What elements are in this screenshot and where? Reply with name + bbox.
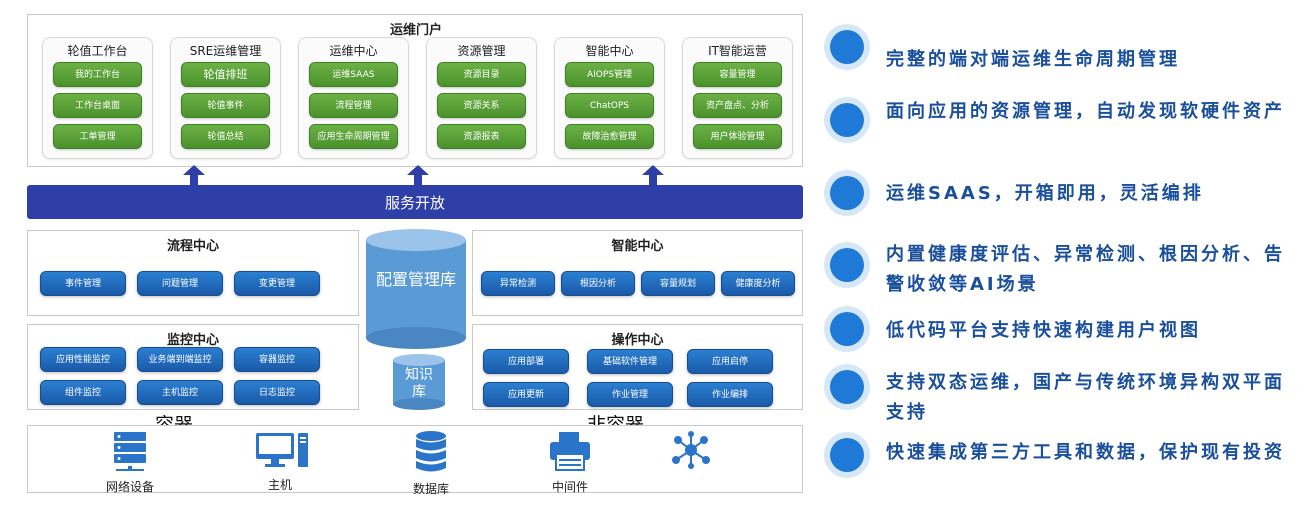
- monitor-button[interactable]: 应用性能监控: [40, 347, 126, 372]
- printer-icon: [550, 432, 590, 471]
- base-item-network-nodes: [646, 430, 736, 476]
- module-button[interactable]: 工单管理: [53, 124, 142, 149]
- knowledge-db-cylinder: 知识库: [392, 353, 446, 411]
- portal-column-intelligence: 智能中心 AIOPS管理 ChatOPS 故障治愈管理: [554, 37, 665, 159]
- module-button[interactable]: 容量管理: [693, 62, 782, 87]
- panel-title: 智能中心: [611, 239, 664, 254]
- column-title: 运维中心: [329, 44, 378, 58]
- flow-button[interactable]: 事件管理: [40, 271, 126, 296]
- flow-button[interactable]: 变更管理: [234, 271, 320, 296]
- base-label: 网络设备: [105, 480, 154, 494]
- column-title: 智能中心: [585, 44, 634, 58]
- column-title: IT智能运营: [708, 44, 767, 58]
- module-button[interactable]: 我的工作台: [53, 62, 142, 87]
- feature-text: 内置健康度评估、异常检测、根因分析、告警收敛等AI场景: [886, 244, 1285, 295]
- server-rack-icon: [114, 432, 146, 471]
- module-button[interactable]: 资产盘点、分析: [693, 93, 782, 118]
- knowledge-db-label: 知识库: [405, 367, 433, 400]
- base-label: 主机: [267, 478, 292, 492]
- base-item-network: 网络设备: [85, 430, 175, 495]
- base-item-host: 主机: [235, 430, 325, 493]
- bullet-dot-icon: [830, 248, 864, 282]
- ops-button[interactable]: 应用部署: [483, 349, 569, 374]
- network-nodes-icon: [672, 431, 710, 469]
- module-button[interactable]: 运维SAAS: [309, 62, 398, 87]
- smart-button[interactable]: 根因分析: [561, 271, 635, 296]
- service-open-bar: 服务开放: [27, 185, 803, 219]
- infrastructure-layer: 网络设备 主机 数据库 中间件: [27, 425, 803, 496]
- bullet-dot-icon: [830, 370, 864, 404]
- module-button[interactable]: 资源关系: [437, 93, 526, 118]
- smart-button[interactable]: 健康度分析: [721, 271, 795, 296]
- portal-column-ops-center: 运维中心 运维SAAS 流程管理 应用生命周期管理: [298, 37, 409, 159]
- module-button[interactable]: 资源目录: [437, 62, 526, 87]
- column-title: 轮值工作台: [67, 44, 128, 58]
- module-button[interactable]: 用户体验管理: [693, 124, 782, 149]
- monitor-button[interactable]: 日志监控: [234, 380, 320, 405]
- bullet-dot-icon: [830, 176, 864, 210]
- up-arrow-icon: [407, 165, 429, 189]
- monitor-button[interactable]: 业务端到端监控: [137, 347, 223, 372]
- panel-title: 监控中心: [166, 333, 219, 348]
- portal-column-resource: 资源管理 资源目录 资源关系 资源报表: [426, 37, 537, 159]
- up-arrow-icon: [183, 165, 205, 189]
- module-button[interactable]: 轮值事件: [181, 93, 270, 118]
- feature-text: 支持双态运维，国产与传统环境异构双平面支持: [886, 372, 1285, 423]
- feature-text: 低代码平台支持快速构建用户视图: [886, 320, 1201, 341]
- module-button[interactable]: 故障治愈管理: [565, 124, 654, 149]
- base-item-middleware: 中间件: [525, 430, 615, 495]
- base-item-database: 数据库: [386, 430, 476, 497]
- bullet-dot-icon: [830, 312, 864, 346]
- smart-center-panel: 智能中心 异常检测 根因分析 容量规划 健康度分析: [472, 230, 803, 316]
- base-label: 中间件: [551, 480, 588, 494]
- database-icon: [416, 431, 446, 472]
- ops-portal: 运维门户 轮值工作台 我的工作台 工作台桌面 工单管理 SRE运维管理 轮值排班…: [27, 14, 803, 167]
- ops-button[interactable]: 作业编排: [687, 382, 773, 407]
- monitor-icon: [256, 433, 308, 467]
- module-button[interactable]: ChatOPS: [565, 93, 654, 118]
- config-db-cylinder: 配置管理库: [365, 228, 467, 350]
- cylinder-icon: [393, 354, 445, 410]
- bullet-dot-icon: [830, 30, 864, 64]
- module-button[interactable]: 应用生命周期管理: [309, 124, 398, 149]
- module-button[interactable]: 工作台桌面: [53, 93, 142, 118]
- feature-text: 快速集成第三方工具和数据，保护现有投资: [886, 442, 1285, 463]
- ops-button[interactable]: 应用更新: [483, 382, 569, 407]
- portal-column-duty-workbench: 轮值工作台 我的工作台 工作台桌面 工单管理: [42, 37, 153, 159]
- base-label: 数据库: [412, 482, 449, 496]
- config-db-label: 配置管理库: [375, 270, 456, 289]
- panel-title: 流程中心: [166, 239, 219, 254]
- feature-text: 运维SAAS，开箱即用，灵活编排: [886, 183, 1204, 204]
- ops-button[interactable]: 作业管理: [587, 382, 673, 407]
- module-button[interactable]: 流程管理: [309, 93, 398, 118]
- column-title: SRE运维管理: [189, 44, 262, 58]
- ops-button[interactable]: 基础软件管理: [587, 349, 673, 374]
- monitor-button[interactable]: 容器监控: [234, 347, 320, 372]
- smart-button[interactable]: 异常检测: [481, 271, 555, 296]
- bullet-dot-icon: [830, 103, 864, 137]
- flow-center-panel: 流程中心 事件管理 问题管理 变更管理: [27, 230, 359, 316]
- portal-column-sre: SRE运维管理 轮值排班 轮值事件 轮值总结: [170, 37, 281, 159]
- module-button[interactable]: AIOPS管理: [565, 62, 654, 87]
- portal-title: 运维门户: [389, 23, 442, 38]
- module-button[interactable]: 轮值总结: [181, 124, 270, 149]
- monitor-center-panel: 监控中心 应用性能监控 业务端到端监控 容器监控 组件监控 主机监控 日志监控: [27, 324, 359, 410]
- panel-title: 操作中心: [611, 333, 664, 348]
- module-button[interactable]: 轮值排班: [181, 62, 270, 87]
- portal-column-it-operation: IT智能运营 容量管理 资产盘点、分析 用户体验管理: [682, 37, 793, 159]
- flow-button[interactable]: 问题管理: [137, 271, 223, 296]
- feature-text: 完整的端对端运维生命周期管理: [886, 49, 1180, 70]
- bullet-dot-icon: [830, 438, 864, 472]
- up-arrow-icon: [642, 165, 664, 189]
- module-button[interactable]: 资源报表: [437, 124, 526, 149]
- feature-text: 面向应用的资源管理，自动发现软硬件资产: [886, 101, 1285, 122]
- cylinder-icon: [366, 229, 466, 349]
- monitor-button[interactable]: 主机监控: [137, 380, 223, 405]
- ops-button[interactable]: 应用启停: [687, 349, 773, 374]
- column-title: 资源管理: [457, 44, 506, 58]
- monitor-button[interactable]: 组件监控: [40, 380, 126, 405]
- ops-center-panel: 操作中心 应用部署 基础软件管理 应用启停 应用更新 作业管理 作业编排: [472, 324, 803, 410]
- smart-button[interactable]: 容量规划: [641, 271, 715, 296]
